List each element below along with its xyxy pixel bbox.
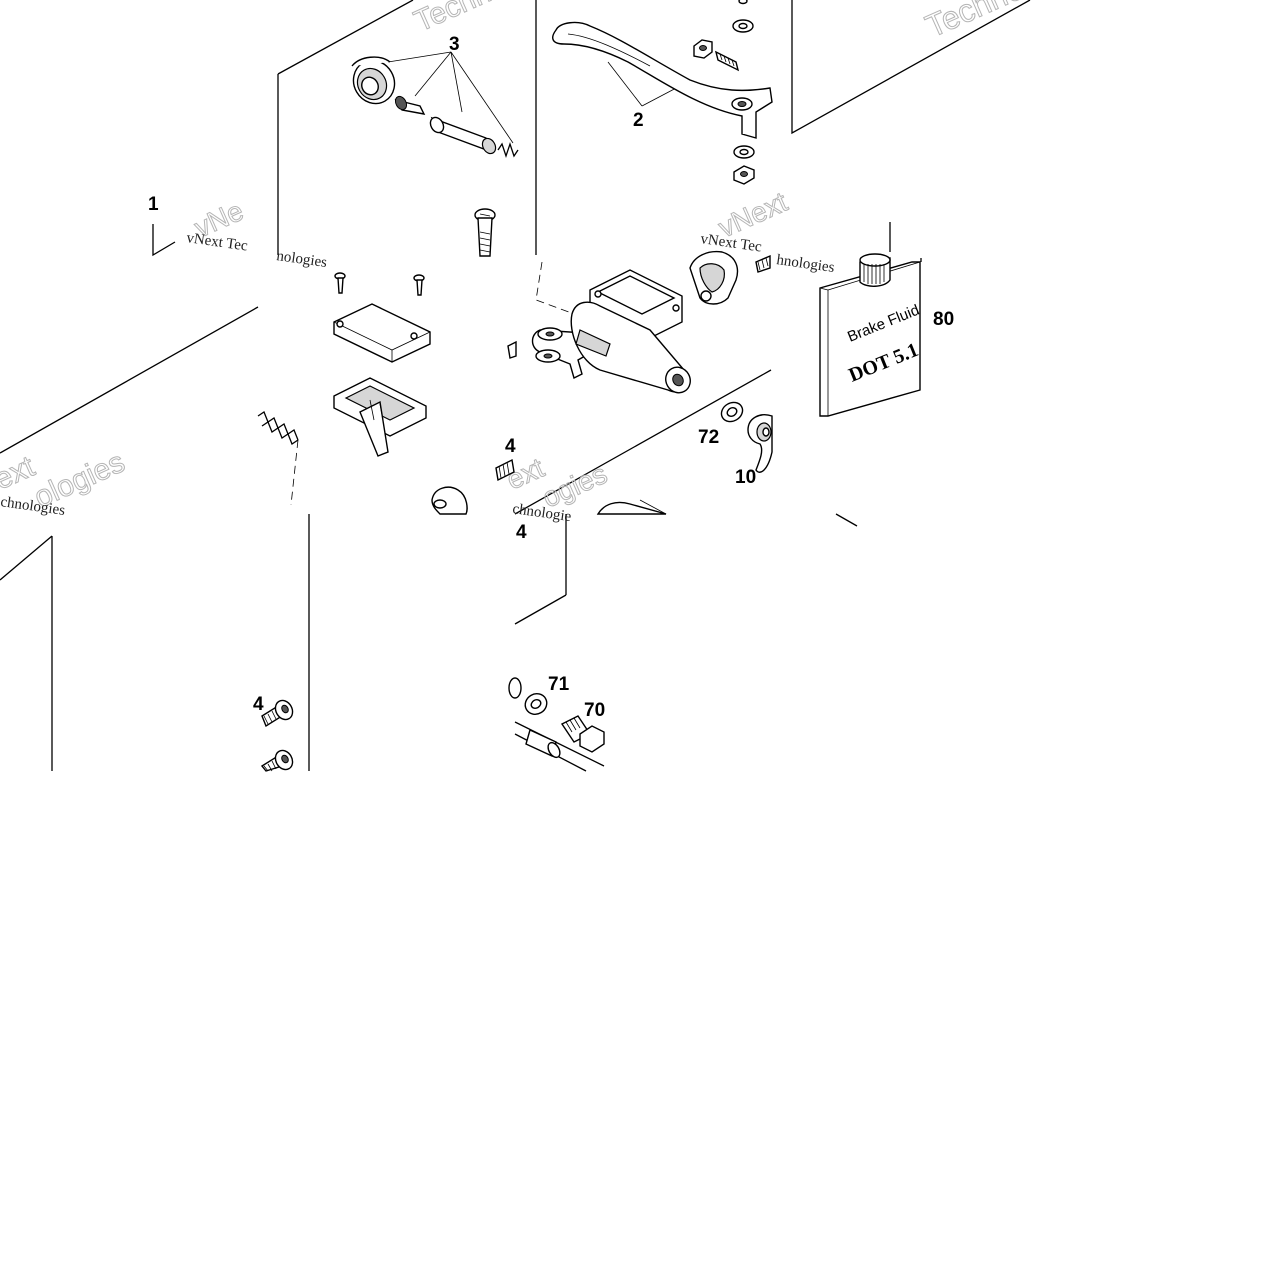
reservoir-cover xyxy=(333,303,431,363)
pivot-bolt xyxy=(474,208,496,257)
piston-pin xyxy=(394,95,426,115)
lower-clamp xyxy=(431,486,468,515)
part-label-71: 71 xyxy=(548,674,570,695)
lever-nut-top xyxy=(693,39,713,59)
handlebar-clamp xyxy=(689,250,739,305)
fitting-stub xyxy=(508,677,522,699)
svg-text:nologies: nologies xyxy=(275,248,328,271)
cover-screw-right xyxy=(413,274,425,296)
brake-lever-kit xyxy=(552,0,773,185)
svg-text:vNext Tec: vNext Tec xyxy=(185,230,249,254)
banjo-fitting-10 xyxy=(747,414,773,473)
set-screw xyxy=(495,458,515,482)
spring xyxy=(497,141,519,159)
part-label-2: 2 xyxy=(633,110,644,131)
clamp-stud-right xyxy=(755,254,771,273)
washer-top xyxy=(732,19,754,33)
reservoir-diaphragm xyxy=(333,377,427,457)
part-label-4-left: 4 xyxy=(253,694,264,715)
brake-fluid-bottle: Brake Fluid DOT 5.1 xyxy=(819,222,922,417)
master-cylinder-body xyxy=(531,269,691,394)
cover-screw-left xyxy=(334,272,346,294)
part-label-80: 80 xyxy=(933,309,954,330)
brake-hose xyxy=(514,721,605,772)
svg-text:Techno: Techno xyxy=(409,0,511,38)
part-label-1: 1 xyxy=(148,194,159,215)
part-label-4-lower: 4 xyxy=(516,522,527,543)
svg-text:hnologies: hnologies xyxy=(775,252,835,276)
panel-frame-lines xyxy=(0,0,1031,771)
mounting-bolt-upper xyxy=(261,699,294,728)
mounting-bolt-lower xyxy=(260,749,294,772)
rubber-boot xyxy=(351,56,396,105)
part-label-70: 70 xyxy=(584,700,605,721)
piston xyxy=(429,116,497,155)
small-screw xyxy=(507,340,517,359)
part-label-10: 10 xyxy=(735,467,756,488)
svg-text:Technc: Technc xyxy=(920,0,1027,44)
adjust-screw xyxy=(714,50,740,72)
part-label-72: 72 xyxy=(698,427,719,448)
lever-nut-bottom xyxy=(733,165,755,185)
copper-washer-72 xyxy=(720,401,744,423)
banjo-bolt-70 xyxy=(560,715,605,753)
part-label-4-upper: 4 xyxy=(505,436,516,457)
caliper-outline xyxy=(596,499,667,515)
piston-kit xyxy=(351,51,519,159)
copper-washer-71 xyxy=(524,693,548,715)
return-spring xyxy=(257,411,299,445)
part-label-3: 3 xyxy=(449,34,460,55)
part-labels: 1 2 3 4 4 4 10 70 71 72 80 xyxy=(148,34,954,721)
washer-bottom xyxy=(733,145,755,159)
